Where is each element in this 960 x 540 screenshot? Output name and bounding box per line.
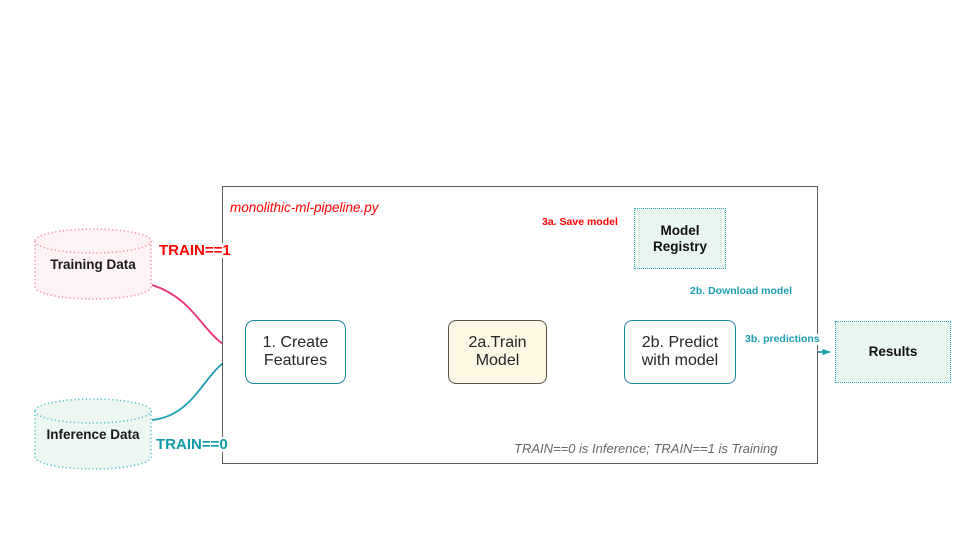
datastore-training-data[interactable]: Training Data — [34, 228, 152, 300]
datastore-inference-data-label: Inference Data — [46, 426, 140, 442]
node-predict-with-model[interactable]: 2b. Predict with model — [624, 320, 736, 384]
node-model-registry-line1: Model — [660, 222, 700, 238]
node-create-features[interactable]: 1. Create Features — [245, 320, 346, 384]
datastore-training-data-label: Training Data — [50, 256, 136, 272]
cylinder-shape-training — [34, 228, 152, 300]
node-model-registry-line2: Registry — [652, 238, 708, 254]
node-results-label: Results — [868, 344, 918, 360]
pipeline-title: monolithic-ml-pipeline.py — [230, 200, 379, 215]
node-train-model-line2: Model — [475, 352, 520, 369]
pipeline-footnote: TRAIN==0 is Inference; TRAIN==1 is Train… — [514, 441, 778, 456]
edge-label-predictions: 3b. predictions — [745, 333, 820, 345]
node-predict-with-model-label: 2b. Predict with model — [642, 334, 718, 371]
node-predict-with-model-line2: with model — [641, 352, 719, 369]
edge-label-save-model: 3a. Save model — [542, 216, 618, 228]
node-results[interactable]: Results — [835, 321, 951, 383]
edge-label-download-model: 2b. Download model — [690, 285, 793, 297]
node-create-features-label: 1. Create Features — [263, 334, 329, 371]
node-create-features-line1: 1. Create — [262, 333, 329, 351]
node-model-registry[interactable]: Model Registry — [634, 208, 726, 269]
datastore-inference-data[interactable]: Inference Data — [34, 398, 152, 470]
node-model-registry-label: Model Registry — [653, 223, 707, 254]
node-predict-with-model-line1: 2b. Predict — [641, 333, 719, 351]
node-create-features-line2: Features — [263, 352, 328, 369]
node-train-model-line1: 2a.Train — [468, 333, 527, 351]
cylinder-shape-inference — [34, 398, 152, 470]
node-train-model[interactable]: 2a.Train Model — [448, 320, 547, 384]
edge-label-train-eq-0: TRAIN==0 — [156, 436, 228, 453]
node-train-model-label: 2a.Train Model — [468, 334, 526, 371]
edge-label-train-eq-1: TRAIN==1 — [159, 242, 231, 259]
